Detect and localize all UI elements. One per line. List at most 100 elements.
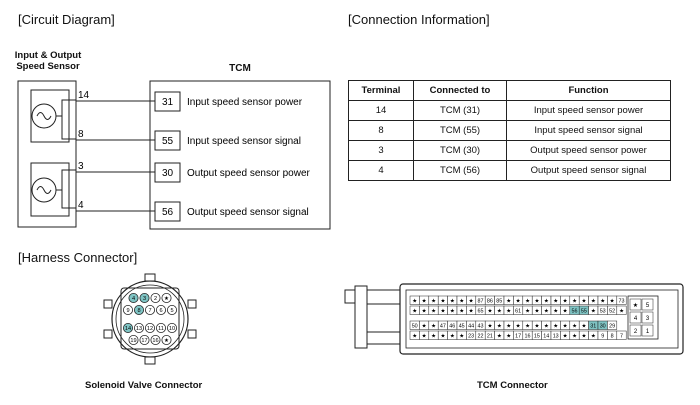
solenoid-pin-label: 6 — [159, 308, 162, 314]
tcm-pin-label: 87 — [478, 299, 484, 305]
tcm-pin-label: ★ — [516, 299, 521, 305]
tcm-pin-label: ★ — [422, 309, 427, 315]
tcm-pin-31: 31 — [162, 97, 174, 108]
solenoid-pin-label: 4 — [132, 296, 135, 302]
tcm-pin-label: ★ — [431, 334, 436, 340]
tcm-pin-label: ★ — [412, 299, 417, 305]
tcm-pin-label: ★ — [610, 299, 615, 305]
tcm-side-frame — [627, 295, 659, 340]
solenoid-pin-label: 11 — [158, 326, 164, 332]
solenoid-pin — [145, 323, 156, 334]
tcm-pin-label: ★ — [450, 334, 455, 340]
circuit-diagram-title: [Circuit Diagram] — [18, 12, 115, 27]
tcm-pin-label: ★ — [422, 324, 427, 330]
solenoid-connector-body — [103, 273, 197, 365]
tcm-pin-label: ★ — [506, 324, 511, 330]
tcm-side-pin-label: ★ — [633, 302, 638, 309]
solenoid-pin-label: 7 — [148, 308, 151, 314]
tcm-function-56: Output speed sensor signal — [187, 207, 309, 218]
solenoid-pin — [145, 305, 156, 316]
solenoid-pin — [167, 305, 178, 316]
solenoid-pin — [167, 323, 178, 334]
tcm-pin-label: 14 — [543, 334, 549, 340]
solenoid-pin-label: 9 — [126, 308, 129, 314]
tcm-pin-label: ★ — [553, 299, 558, 305]
tcm-pin-label: ★ — [563, 299, 568, 305]
solenoid-connector-caption: Solenoid Valve Connector — [85, 380, 203, 391]
table-cell: TCM (56) — [413, 160, 507, 181]
table-cell: 4 — [348, 160, 414, 181]
sensor-pin-4: 4 — [78, 200, 84, 211]
tcm-pin — [607, 320, 618, 330]
table-row: 8 TCM (55) Input speed sensor signal — [348, 120, 671, 141]
tcm-pin-label: ★ — [600, 299, 605, 305]
tcm-pin-label: 56 — [572, 309, 578, 315]
tcm-pin-label: ★ — [581, 324, 586, 330]
table-header-row: Terminal Connected to Function — [348, 80, 671, 101]
tcm-pin-label: 13 — [553, 334, 559, 340]
tcm-pin-label: ★ — [487, 309, 492, 315]
sensor-housing — [17, 80, 77, 228]
tcm-side-pin — [629, 324, 642, 337]
tcm-pin-label: ★ — [525, 309, 530, 315]
tcm-pin-label: 86 — [487, 299, 493, 305]
table-header-connected-to: Connected to — [413, 80, 507, 101]
tcm-pin-label: ★ — [572, 299, 577, 305]
tcm-pin-label: ★ — [525, 324, 530, 330]
tcm-pin-label: 30 — [600, 324, 606, 330]
solenoid-pin-label: 10 — [169, 326, 175, 332]
tcm-pin-label: 29 — [609, 324, 615, 330]
tcm-pin-label: 46 — [449, 324, 455, 330]
tcm-pin-label: 16 — [525, 334, 531, 340]
tcm-pin-label: ★ — [412, 334, 417, 340]
tcm-pin-label: 21 — [487, 334, 493, 340]
table-cell: Input speed sensor power — [506, 100, 671, 121]
tcm-pin-label: ★ — [591, 299, 596, 305]
tcm-pin-label: 61 — [515, 309, 521, 315]
table-cell: TCM (31) — [413, 100, 507, 121]
tcm-pin-label: ★ — [459, 334, 464, 340]
tcm-pin-label: 31 — [590, 324, 596, 330]
harness-connector-title: [Harness Connector] — [18, 250, 138, 265]
circuit-diagram: 14 8 3 4 31 55 30 56 Input speed sensor … — [17, 80, 331, 230]
tcm-pin-label: 17 — [515, 334, 521, 340]
solenoid-pin — [161, 292, 172, 303]
tcm-pin-label: ★ — [553, 324, 558, 330]
table-header-function: Function — [506, 80, 671, 101]
sensor-label: Input & Output Speed Sensor — [2, 50, 94, 72]
tcm-pin-label: ★ — [544, 324, 549, 330]
solenoid-pin — [122, 323, 133, 334]
tcm-pin-30: 30 — [162, 168, 174, 179]
table-cell: 3 — [348, 140, 414, 161]
tcm-pin-label: ★ — [497, 324, 502, 330]
tcm-pin-label: 53 — [600, 309, 606, 315]
tcm-pin — [616, 305, 627, 315]
tcm-pin-label: ★ — [553, 309, 558, 315]
tcm-pin-label: 55 — [581, 309, 587, 315]
tcm-pin-label: ★ — [459, 309, 464, 315]
table-row: 4 TCM (56) Output speed sensor signal — [348, 160, 671, 181]
tcm-pin-label: ★ — [422, 334, 427, 340]
table-cell: 8 — [348, 120, 414, 141]
tcm-pin-label: 73 — [619, 299, 625, 305]
table-cell: Input speed sensor signal — [506, 120, 671, 141]
tcm-pin-label: 9 — [601, 334, 604, 340]
tcm-pin-label: ★ — [581, 334, 586, 340]
solenoid-pin — [134, 305, 145, 316]
table-cell: Output speed sensor power — [506, 140, 671, 161]
tcm-pin-label: ★ — [591, 334, 596, 340]
tcm-pin-label: ★ — [431, 299, 436, 305]
tcm-side-pin-label: 1 — [646, 329, 650, 335]
tcm-pin-label: ★ — [525, 299, 530, 305]
tcm-pin-label: ★ — [581, 299, 586, 305]
tcm-pin-label: ★ — [412, 309, 417, 315]
table-cell: TCM (55) — [413, 120, 507, 141]
solenoid-pin-label: 8 — [137, 308, 140, 314]
solenoid-pin-label: ★ — [164, 295, 169, 302]
solenoid-pin-label: 2 — [154, 296, 157, 302]
solenoid-pin-label: 12 — [147, 326, 153, 332]
